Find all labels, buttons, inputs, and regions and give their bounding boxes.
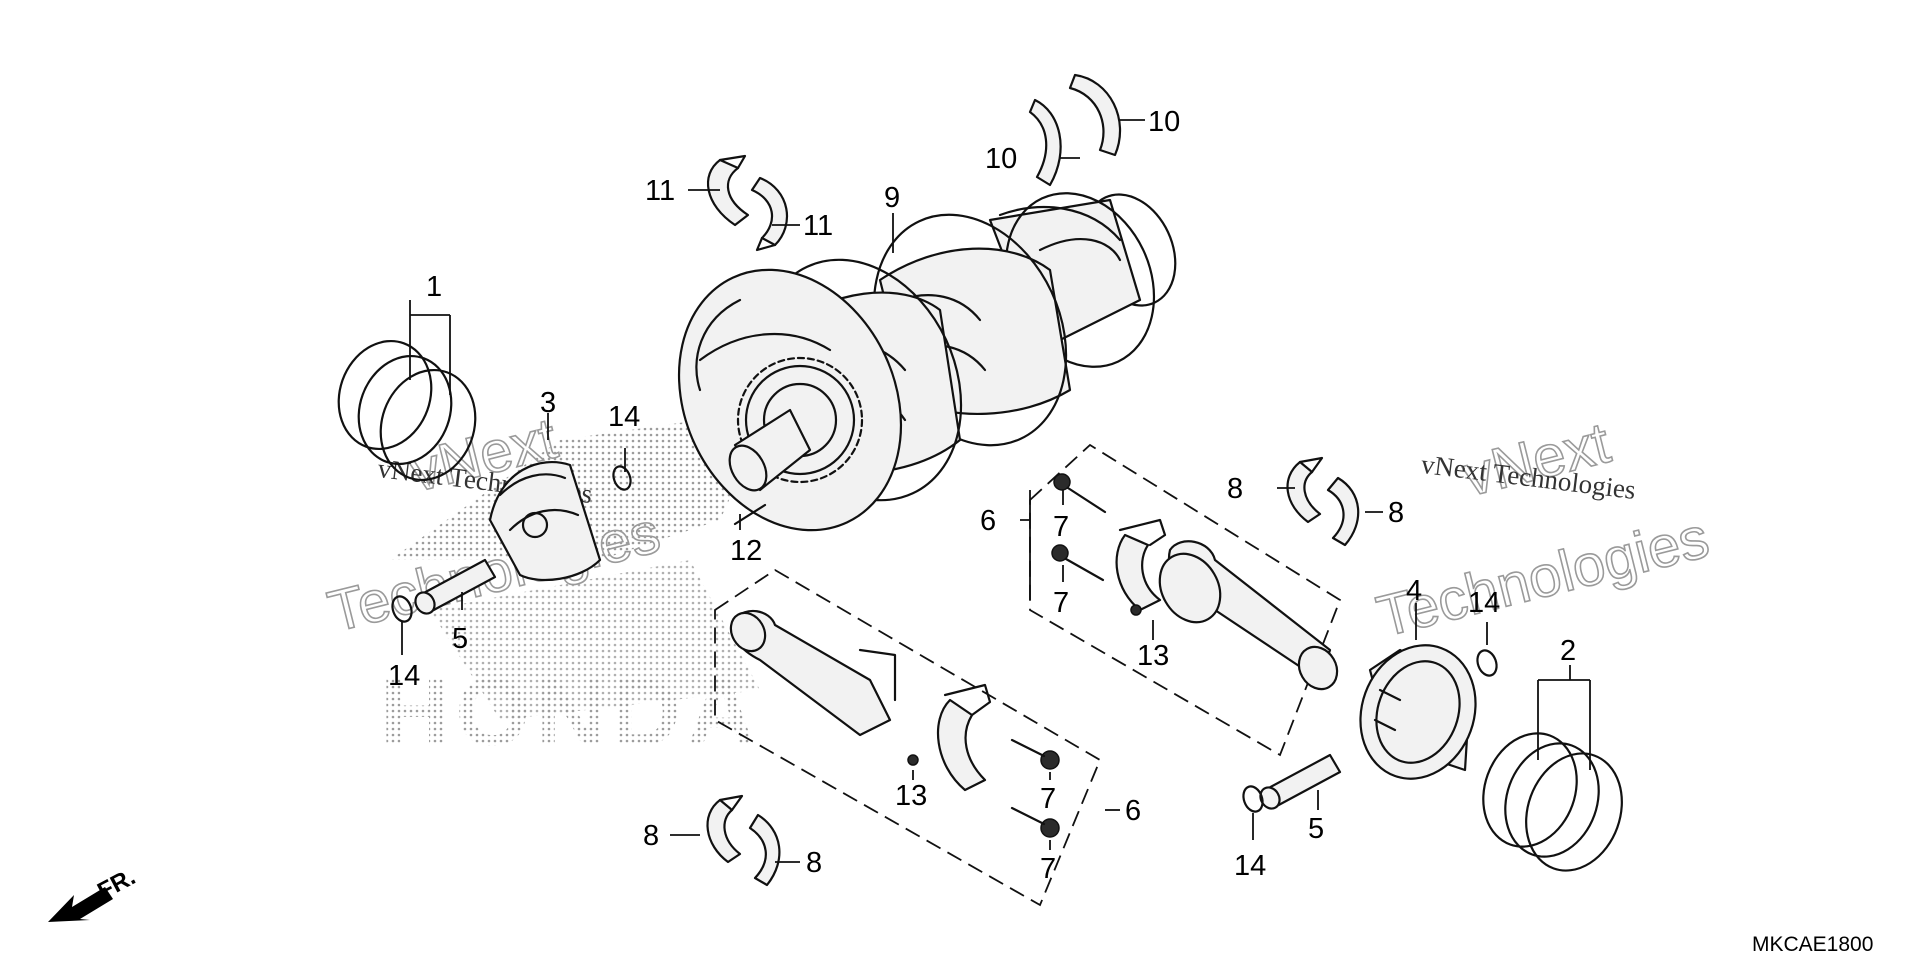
callout-8-a: 8 <box>1227 473 1243 505</box>
piston-left <box>488 461 602 582</box>
piston-pin-left <box>414 558 497 615</box>
thrust-washer-lower <box>1028 98 1062 187</box>
callout-13-a: 13 <box>1137 640 1169 672</box>
callout-12: 12 <box>730 535 762 567</box>
callout-14-b: 14 <box>388 660 420 692</box>
honda-watermark: HONDA <box>380 410 770 766</box>
callout-4: 4 <box>1406 575 1422 607</box>
vnext-watermark-right: vNext vNext Technologies Technologies <box>1370 409 1716 650</box>
piston-pin-clip-3 <box>1242 785 1264 813</box>
con-rod-bolt-upper-right <box>1053 473 1107 514</box>
front-direction-indicator: FR. <box>48 863 140 922</box>
diagram-code: MKCAE1800 <box>1752 933 1873 956</box>
con-rod-cap-left <box>936 683 992 792</box>
piston-pin-right <box>1259 753 1342 810</box>
callouts: 1 3 14 5 14 12 11 11 9 10 10 6 7 7 8 8 1… <box>388 106 1576 885</box>
main-bearing-lower <box>750 176 789 252</box>
callout-11-b: 11 <box>803 210 833 242</box>
callout-10-b: 10 <box>985 143 1017 175</box>
callout-14-d: 14 <box>1234 850 1266 882</box>
callout-9: 9 <box>884 182 900 214</box>
callout-14-c: 14 <box>1468 587 1500 619</box>
callout-5-b: 5 <box>1308 813 1324 845</box>
leader-lines <box>401 119 1591 863</box>
callout-11-a: 11 <box>645 175 675 207</box>
piston-right <box>1359 644 1477 780</box>
con-rod-group-box-left <box>714 568 1102 907</box>
rod-bearing-upper-right-1 <box>1286 456 1324 524</box>
callout-1: 1 <box>426 271 442 303</box>
con-rod-bolt-upper-left <box>1010 738 1060 770</box>
callout-7-c: 7 <box>1040 783 1056 815</box>
thrust-washer-upper <box>1068 73 1121 157</box>
dowel-pin-left <box>907 754 919 766</box>
callout-3: 3 <box>540 387 556 419</box>
piston-rings-left <box>337 339 477 482</box>
callout-6-a: 6 <box>980 505 996 537</box>
connecting-rod-right <box>1158 540 1339 691</box>
callout-8-b: 8 <box>1388 497 1404 529</box>
honda-brand-text: HONDA <box>380 659 762 766</box>
main-bearing-upper <box>706 154 750 227</box>
dowel-pin-right <box>1130 604 1142 616</box>
crankshaft <box>677 192 1177 532</box>
callout-8-c: 8 <box>643 820 659 852</box>
rod-bearing-lower-left-2 <box>748 813 781 887</box>
piston-pin-clip-4 <box>1476 649 1498 677</box>
con-rod-bolt-lower-right <box>1051 544 1105 582</box>
callout-10-a: 10 <box>1148 106 1180 138</box>
callout-14-a: 14 <box>608 401 640 433</box>
piston-pin-clip-2 <box>612 465 632 491</box>
callout-13-b: 13 <box>895 780 927 812</box>
front-arrow-icon <box>48 887 113 922</box>
callout-7-a: 7 <box>1053 511 1069 543</box>
rod-bearing-upper-right-2 <box>1326 476 1360 547</box>
con-rod-cap-right <box>1115 518 1167 612</box>
piston-pin-clip-1 <box>391 595 413 623</box>
watermark-technologies-outline-right: Technologies <box>1371 505 1715 650</box>
callout-5-a: 5 <box>452 623 468 655</box>
con-rod-bolt-lower-left <box>1010 806 1060 838</box>
rod-bearing-lower-left-1 <box>706 794 744 864</box>
connecting-rod-left <box>729 609 897 737</box>
piston-rings-right <box>1482 732 1623 872</box>
callout-8-d: 8 <box>806 847 822 879</box>
callout-6-b: 6 <box>1125 795 1141 827</box>
callout-2: 2 <box>1560 635 1576 667</box>
callout-7-b: 7 <box>1053 587 1069 619</box>
callout-7-d: 7 <box>1040 853 1056 885</box>
